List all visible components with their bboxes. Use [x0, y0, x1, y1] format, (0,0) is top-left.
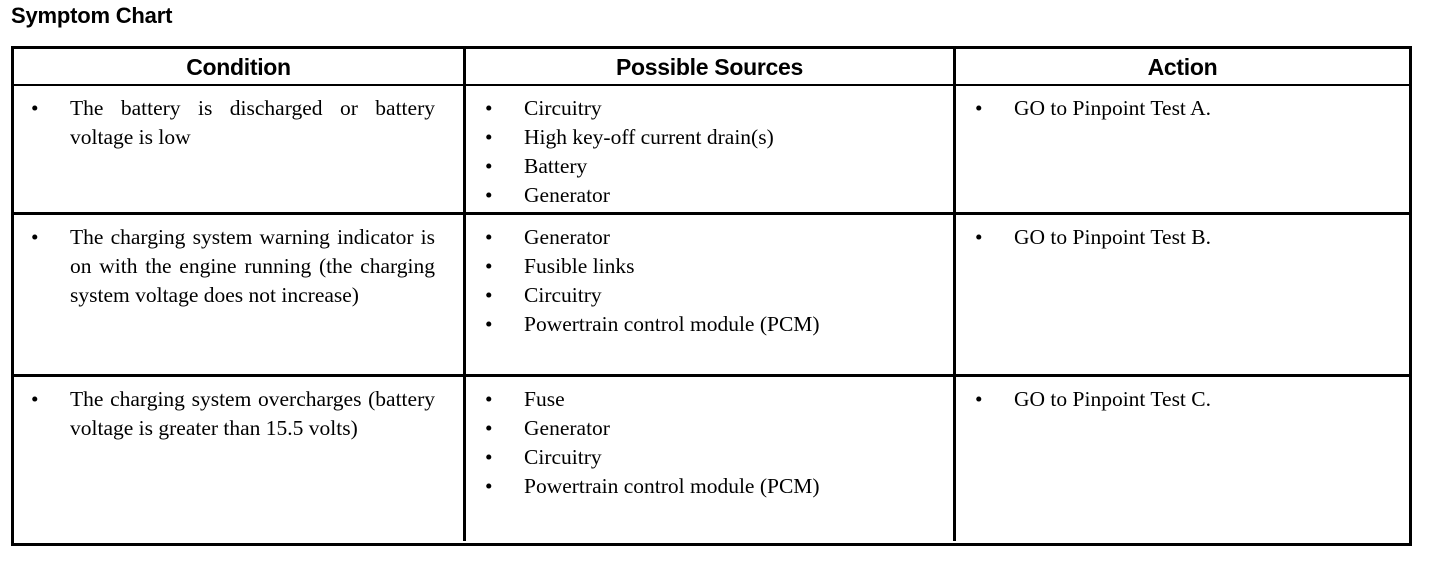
- list-item-label: GO to Pinpoint Test C.: [1014, 387, 1211, 411]
- list-item: • Generator: [466, 223, 953, 252]
- column-header-action-label: Action: [1147, 53, 1218, 80]
- bullet-icon: •: [485, 254, 493, 278]
- list-item: • Generator: [466, 181, 953, 210]
- column-header-condition: Condition: [14, 49, 466, 84]
- cell-possible-sources: • Circuitry • High key-off current drain…: [466, 86, 956, 212]
- list-item: • GO to Pinpoint Test A.: [956, 94, 1409, 123]
- bullet-icon: •: [485, 312, 493, 336]
- list-item: • The charging system overcharges (batte…: [14, 385, 445, 443]
- cell-possible-sources: • Fuse • Generator • Circuitry •: [466, 377, 956, 541]
- bullet-icon: •: [485, 474, 493, 498]
- column-header-possible-sources: Possible Sources: [466, 49, 956, 84]
- list-item-label: Generator: [524, 183, 610, 207]
- list-item-label: Powertrain control module (PCM): [524, 474, 820, 498]
- list-item: • Generator: [466, 414, 953, 443]
- sources-bullet-list: • Fuse • Generator • Circuitry •: [466, 377, 953, 501]
- condition-bullet-list: • The charging system overcharges (batte…: [14, 377, 463, 443]
- list-item-label: GO to Pinpoint Test A.: [1014, 96, 1211, 120]
- action-bullet-list: • GO to Pinpoint Test B.: [956, 215, 1409, 252]
- list-item-label: Generator: [524, 416, 610, 440]
- action-bullet-list: • GO to Pinpoint Test A.: [956, 86, 1409, 123]
- list-item: • Battery: [466, 152, 953, 181]
- bullet-icon: •: [485, 387, 493, 411]
- list-item: • GO to Pinpoint Test B.: [956, 223, 1409, 252]
- bullet-icon: •: [975, 387, 983, 411]
- list-item: • The battery is discharged or battery v…: [14, 94, 445, 152]
- list-item-label: Fusible links: [524, 254, 635, 278]
- list-item-label: The charging system overcharges (battery…: [70, 387, 435, 440]
- list-item: • High key-off current drain(s): [466, 123, 953, 152]
- page-title: Symptom Chart: [11, 3, 173, 28]
- table-row: • The battery is discharged or battery v…: [14, 86, 1409, 215]
- sources-bullet-list: • Circuitry • High key-off current drain…: [466, 86, 953, 210]
- table-header-row: Condition Possible Sources Action: [14, 49, 1409, 86]
- bullet-icon: •: [31, 387, 39, 411]
- bullet-icon: •: [485, 283, 493, 307]
- bullet-icon: •: [485, 445, 493, 469]
- list-item-label: Circuitry: [524, 283, 602, 307]
- table-row: • The charging system overcharges (batte…: [14, 377, 1409, 541]
- table-body: Condition Possible Sources Action • The …: [14, 49, 1409, 543]
- symptom-chart-table: Condition Possible Sources Action • The …: [11, 46, 1412, 546]
- list-item-label: High key-off current drain(s): [524, 125, 774, 149]
- list-item-label: The charging system warning indicator is…: [70, 225, 435, 307]
- list-item-label: Circuitry: [524, 96, 602, 120]
- list-item-label: Powertrain control module (PCM): [524, 312, 820, 336]
- list-item: • Powertrain control module (PCM): [466, 472, 953, 501]
- list-item: • Circuitry: [466, 94, 953, 123]
- bullet-icon: •: [485, 416, 493, 440]
- cell-condition: • The charging system overcharges (batte…: [14, 377, 466, 541]
- condition-bullet-list: • The charging system warning indicator …: [14, 215, 463, 310]
- cell-condition: • The charging system warning indicator …: [14, 215, 466, 374]
- sources-bullet-list: • Generator • Fusible links • Circuitry: [466, 215, 953, 339]
- bullet-icon: •: [31, 96, 39, 120]
- list-item: • Circuitry: [466, 281, 953, 310]
- list-item-label: Generator: [524, 225, 610, 249]
- bullet-icon: •: [485, 225, 493, 249]
- action-bullet-list: • GO to Pinpoint Test C.: [956, 377, 1409, 414]
- cell-possible-sources: • Generator • Fusible links • Circuitry: [466, 215, 956, 374]
- list-item: • Powertrain control module (PCM): [466, 310, 953, 339]
- bullet-icon: •: [485, 154, 493, 178]
- list-item: • The charging system warning indicator …: [14, 223, 445, 310]
- table-row: • The charging system warning indicator …: [14, 215, 1409, 377]
- list-item: • Fusible links: [466, 252, 953, 281]
- bullet-icon: •: [485, 125, 493, 149]
- list-item-label: Battery: [524, 154, 588, 178]
- list-item: • GO to Pinpoint Test C.: [956, 385, 1409, 414]
- bullet-icon: •: [975, 96, 983, 120]
- condition-bullet-list: • The battery is discharged or battery v…: [14, 86, 463, 152]
- cell-action: • GO to Pinpoint Test C.: [956, 377, 1409, 541]
- list-item-label: GO to Pinpoint Test B.: [1014, 225, 1211, 249]
- cell-condition: • The battery is discharged or battery v…: [14, 86, 466, 212]
- list-item-label: Fuse: [524, 387, 565, 411]
- list-item: • Fuse: [466, 385, 953, 414]
- bullet-icon: •: [31, 225, 39, 249]
- list-item: • Circuitry: [466, 443, 953, 472]
- cell-action: • GO to Pinpoint Test B.: [956, 215, 1409, 374]
- column-header-action: Action: [956, 49, 1409, 84]
- cell-action: • GO to Pinpoint Test A.: [956, 86, 1409, 212]
- column-header-possible-sources-label: Possible Sources: [616, 53, 803, 80]
- bullet-icon: •: [485, 183, 493, 207]
- list-item-label: The battery is discharged or battery vol…: [70, 96, 435, 149]
- column-header-condition-label: Condition: [186, 53, 291, 80]
- bullet-icon: •: [975, 225, 983, 249]
- list-item-label: Circuitry: [524, 445, 602, 469]
- bullet-icon: •: [485, 96, 493, 120]
